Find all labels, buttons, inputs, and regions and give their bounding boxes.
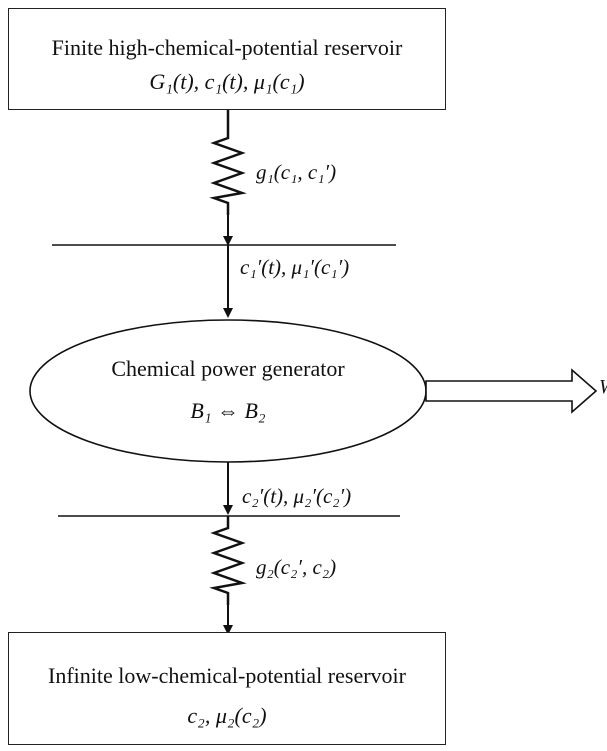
generator-reaction: B₁ ⇔ B₂ [190, 398, 266, 423]
work-label: W [599, 376, 607, 399]
generator-ellipse [29, 319, 427, 463]
bottom-reservoir-vars: c₂, μ₂(c₂) [187, 703, 267, 728]
bottom-reservoir-title: Infinite low-chemical-potential reservoi… [48, 663, 406, 688]
lower-conductance-label: g₂(c₂′, c₂) [256, 555, 337, 579]
top-reservoir-title: Finite high-chemical-potential reservoir [51, 35, 403, 60]
lower-interface-label: c₂′(t), μ₂′(c₂′) [242, 484, 352, 508]
bottom-reservoir-box: Infinite low-chemical-potential reservoi… [8, 632, 446, 745]
generator-title: Chemical power generator [111, 356, 345, 381]
upper-resistor [209, 110, 247, 215]
top-reservoir-box: Finite high-chemical-potential reservoir… [8, 8, 446, 110]
upper-interface-label: c₁′(t), μ₁′(c₁′) [240, 255, 350, 279]
work-output-arrow [425, 368, 598, 414]
top-reservoir-vars: G₁(t), c₁(t), μ₁(c₁) [149, 69, 305, 94]
upper-conductance-label: g₁(c₁, c₁′) [256, 160, 337, 184]
lower-resistor [209, 516, 247, 605]
